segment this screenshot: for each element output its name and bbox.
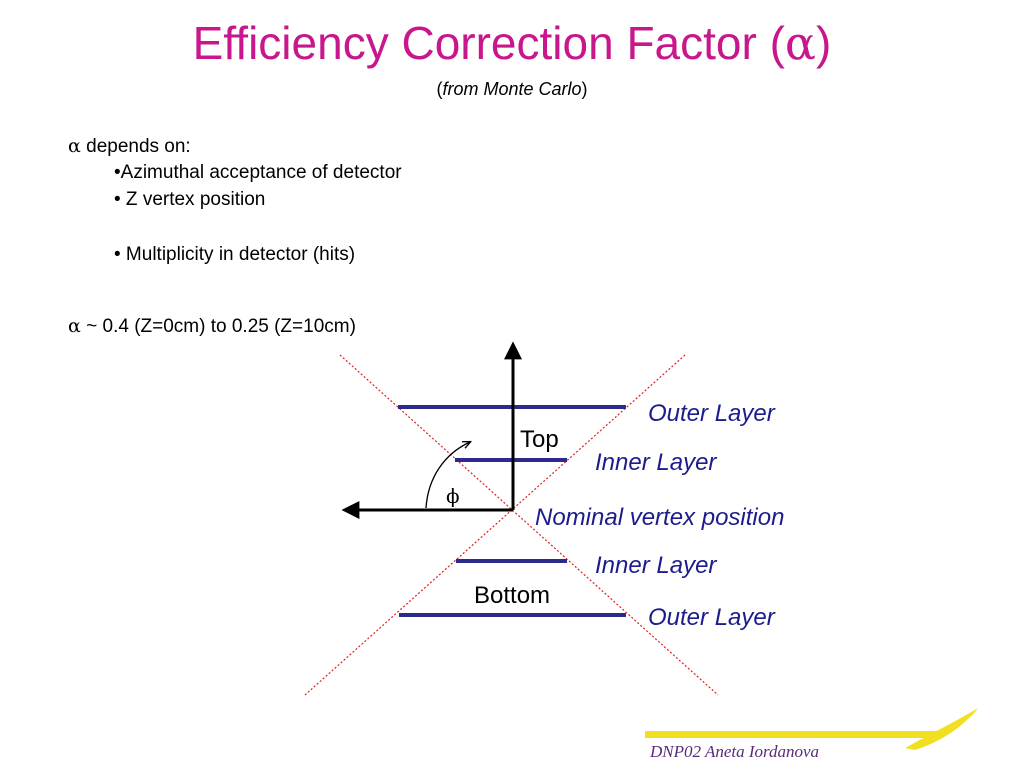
footer-swoosh [645,708,980,750]
subtitle-italic-text: from Monte Carlo [442,79,582,99]
alpha-range-text: ~ 0.4 (Z=0cm) to 0.25 (Z=10cm) [80,316,356,337]
slide-title: Efficiency Correction Factor (α) [0,14,1024,72]
top-label: Top [520,426,559,453]
depends-on-line: α depends on: [68,134,191,159]
subtitle-open-paren: ( [436,79,443,99]
subtitle-close-paren: ) [581,79,588,99]
alpha-symbol: α [68,315,81,337]
nominal-vertex-label: Nominal vertex position [535,504,784,531]
phi-angle-arc [425,442,470,509]
title-close-paren: ) [815,17,832,69]
outer-layer-bottom-label: Outer Layer [648,604,776,631]
bullet-multiplicity: • Multiplicity in detector (hits) [114,244,356,265]
slide-subtitle: (from Monte Carlo) [0,77,1024,101]
phi-label: ϕ [446,484,460,508]
bullet-z-vertex: • Z vertex position [114,189,266,210]
bottom-label: Bottom [474,582,550,609]
title-text: Efficiency Correction Factor ( [192,17,785,69]
footer-author-text: DNP02 Aneta Iordanova [649,742,819,761]
cone-line-left [339,354,719,696]
cone-line-right [304,354,686,696]
alpha-symbol: α [68,135,81,157]
alpha-range-line: α ~ 0.4 (Z=0cm) to 0.25 (Z=10cm) [68,314,356,339]
outer-layer-top-label: Outer Layer [648,400,776,427]
title-alpha-symbol: α [784,16,816,70]
depends-on-text: depends on: [80,136,191,157]
inner-layer-top-label: Inner Layer [595,449,717,476]
inner-layer-bottom-label: Inner Layer [595,552,717,579]
bullet-azimuthal: •Azimuthal acceptance of detector [114,162,402,183]
